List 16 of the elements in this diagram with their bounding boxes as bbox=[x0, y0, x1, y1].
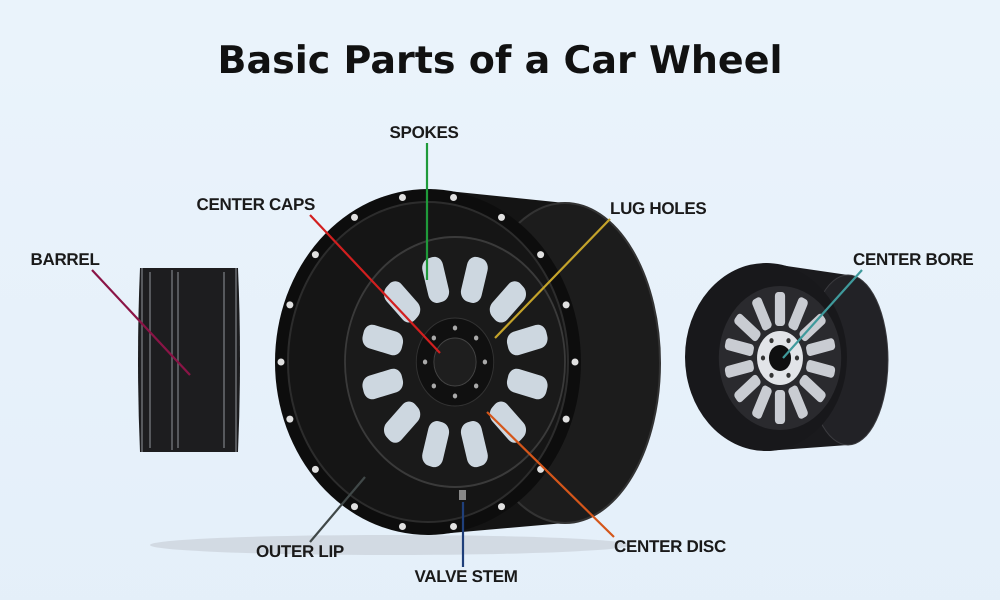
leader-line bbox=[486, 411, 615, 538]
part-label: CENTER BORE bbox=[853, 250, 974, 270]
part-label: LUG HOLES bbox=[610, 199, 706, 219]
part-label: SPOKES bbox=[390, 123, 459, 143]
part-label: CENTER DISC bbox=[614, 537, 726, 557]
part-label: OUTER LIP bbox=[256, 542, 344, 562]
part-label: BARREL bbox=[30, 250, 100, 270]
leader-line bbox=[309, 214, 441, 354]
leader-line bbox=[426, 143, 428, 280]
leader-line bbox=[91, 269, 191, 376]
diagram-title: Basic Parts of a Car Wheel bbox=[216, 38, 784, 82]
part-label: VALVE STEM bbox=[414, 567, 518, 587]
leader-line bbox=[494, 218, 611, 339]
leader-line bbox=[462, 502, 464, 567]
leader-line bbox=[309, 476, 366, 543]
part-label: CENTER CAPS bbox=[196, 195, 316, 215]
